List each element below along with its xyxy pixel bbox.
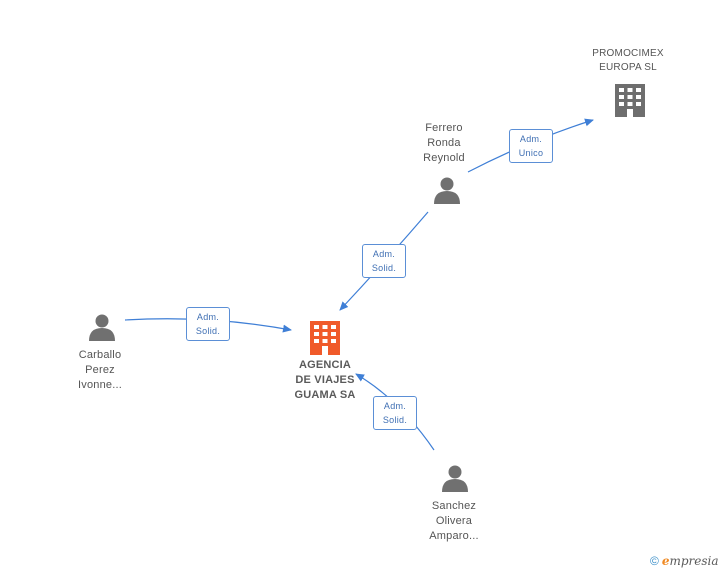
footer-brand: © empresia (650, 554, 719, 568)
copyright-icon: © (650, 554, 659, 568)
person-icon (89, 314, 115, 341)
edge-badge-carballo-main: Adm. Solid. (186, 307, 230, 341)
node-label-carballo[interactable]: Carballo Perez Ivonne... (78, 349, 122, 391)
edge-badge-sanchez-main: Adm. Solid. (373, 396, 417, 430)
node-label-main-company[interactable]: AGENCIA DE VIAJES GUAMA SA (294, 359, 356, 401)
building-icon (310, 321, 340, 355)
person-icon (442, 465, 468, 492)
node-label-ferrero[interactable]: Ferrero Ronda Reynold (423, 122, 465, 164)
node-label-sanchez[interactable]: Sanchez Olivera Amparo... (429, 500, 479, 542)
brand-logo: empresia (661, 554, 719, 568)
building-icon (615, 84, 645, 117)
node-label-promocimex[interactable]: PROMOCIMEX EUROPA SL (592, 48, 664, 73)
edge-badge-ferrero-main: Adm. Solid. (362, 244, 406, 278)
person-icon (434, 177, 460, 204)
edge-badge-ferrero-promocimex: Adm. Unico (509, 129, 553, 163)
